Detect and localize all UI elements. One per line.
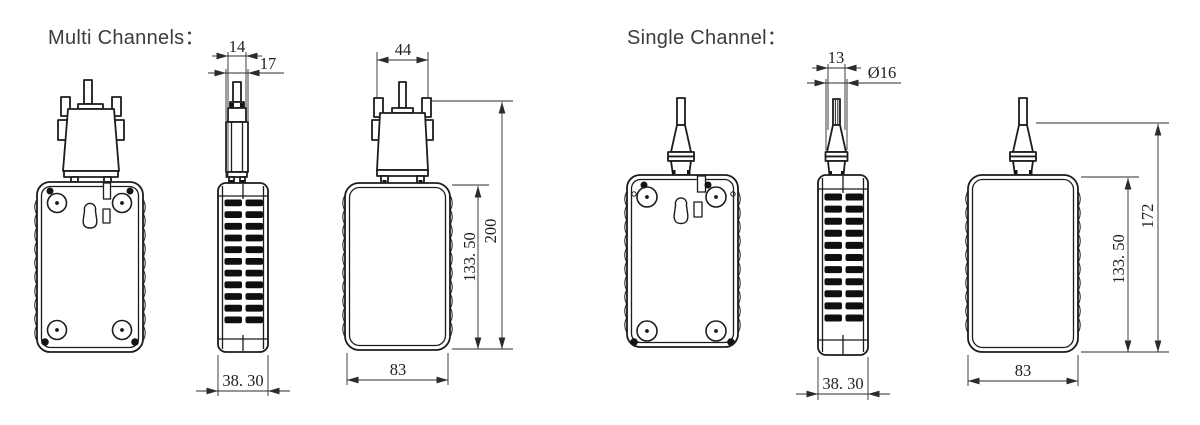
- single-side-view: 13 Ø16 38. 30: [796, 48, 901, 400]
- dim-single-side: 13 Ø16 38. 30: [796, 48, 901, 400]
- enclosure-front-body: [965, 174, 1081, 353]
- db-connector-side: [225, 81, 249, 184]
- enclosure-body: [624, 174, 741, 348]
- keyhole-mount-icon: [673, 197, 689, 225]
- single-front-view: 133. 50 172 83: [965, 97, 1169, 386]
- dim-label-total-height: 200: [481, 219, 500, 244]
- single-back-view: [624, 97, 741, 348]
- dim-label-cable-boot-width: 13: [828, 48, 845, 67]
- enclosure-body: [34, 181, 146, 353]
- enclosure-side-body: [217, 182, 269, 353]
- multi-back-view: [34, 79, 146, 353]
- dim-label-body-width: 83: [1015, 361, 1032, 380]
- db-connector: [57, 79, 125, 185]
- dim-label-depth: 38. 30: [822, 374, 863, 393]
- corner-screws: [46, 192, 133, 341]
- dim-label-plug-diameter: Ø16: [868, 63, 896, 82]
- dim-multi-side: 14 17 38. 30: [196, 37, 290, 396]
- dim-label-boot-width: 14: [229, 37, 246, 56]
- multi-channels-title: Multi Channels：: [48, 27, 205, 49]
- dim-label-body-height: 133. 50: [460, 232, 479, 282]
- label-window: [693, 201, 703, 218]
- corner-accents: [630, 181, 736, 346]
- hanger-slot: [102, 182, 112, 200]
- dim-label-connector-width: 44: [395, 40, 412, 59]
- enclosure-front-body: [342, 182, 453, 351]
- corner-accents: [41, 187, 139, 346]
- cable-plug: [667, 97, 695, 176]
- dim-label-body-width: 83: [390, 360, 407, 379]
- dim-label-connector-width: 17: [260, 54, 277, 73]
- dim-single-front: 133. 50 172 83: [967, 122, 1169, 386]
- multi-front-view: 44 133. 50 200 83: [342, 40, 513, 385]
- multi-side-view: 14 17 38. 30: [196, 37, 290, 396]
- dim-multi-front: 44 133. 50 200 83: [346, 40, 513, 385]
- keyhole-mount-icon: [82, 202, 98, 229]
- dim-label-body-height: 133. 50: [1109, 234, 1128, 284]
- db-connector-front: [371, 81, 434, 184]
- enclosure-side-body: [817, 174, 869, 356]
- cable-plug-front: [1009, 97, 1037, 176]
- single-channel-title: Single Channel：: [627, 27, 787, 49]
- dim-label-depth: 38. 30: [222, 371, 263, 390]
- dim-label-total-height: 172: [1138, 204, 1157, 229]
- label-window: [102, 208, 111, 224]
- hanger-slot: [696, 175, 707, 193]
- corner-screws: [636, 186, 727, 342]
- cable-plug-side: [824, 98, 849, 176]
